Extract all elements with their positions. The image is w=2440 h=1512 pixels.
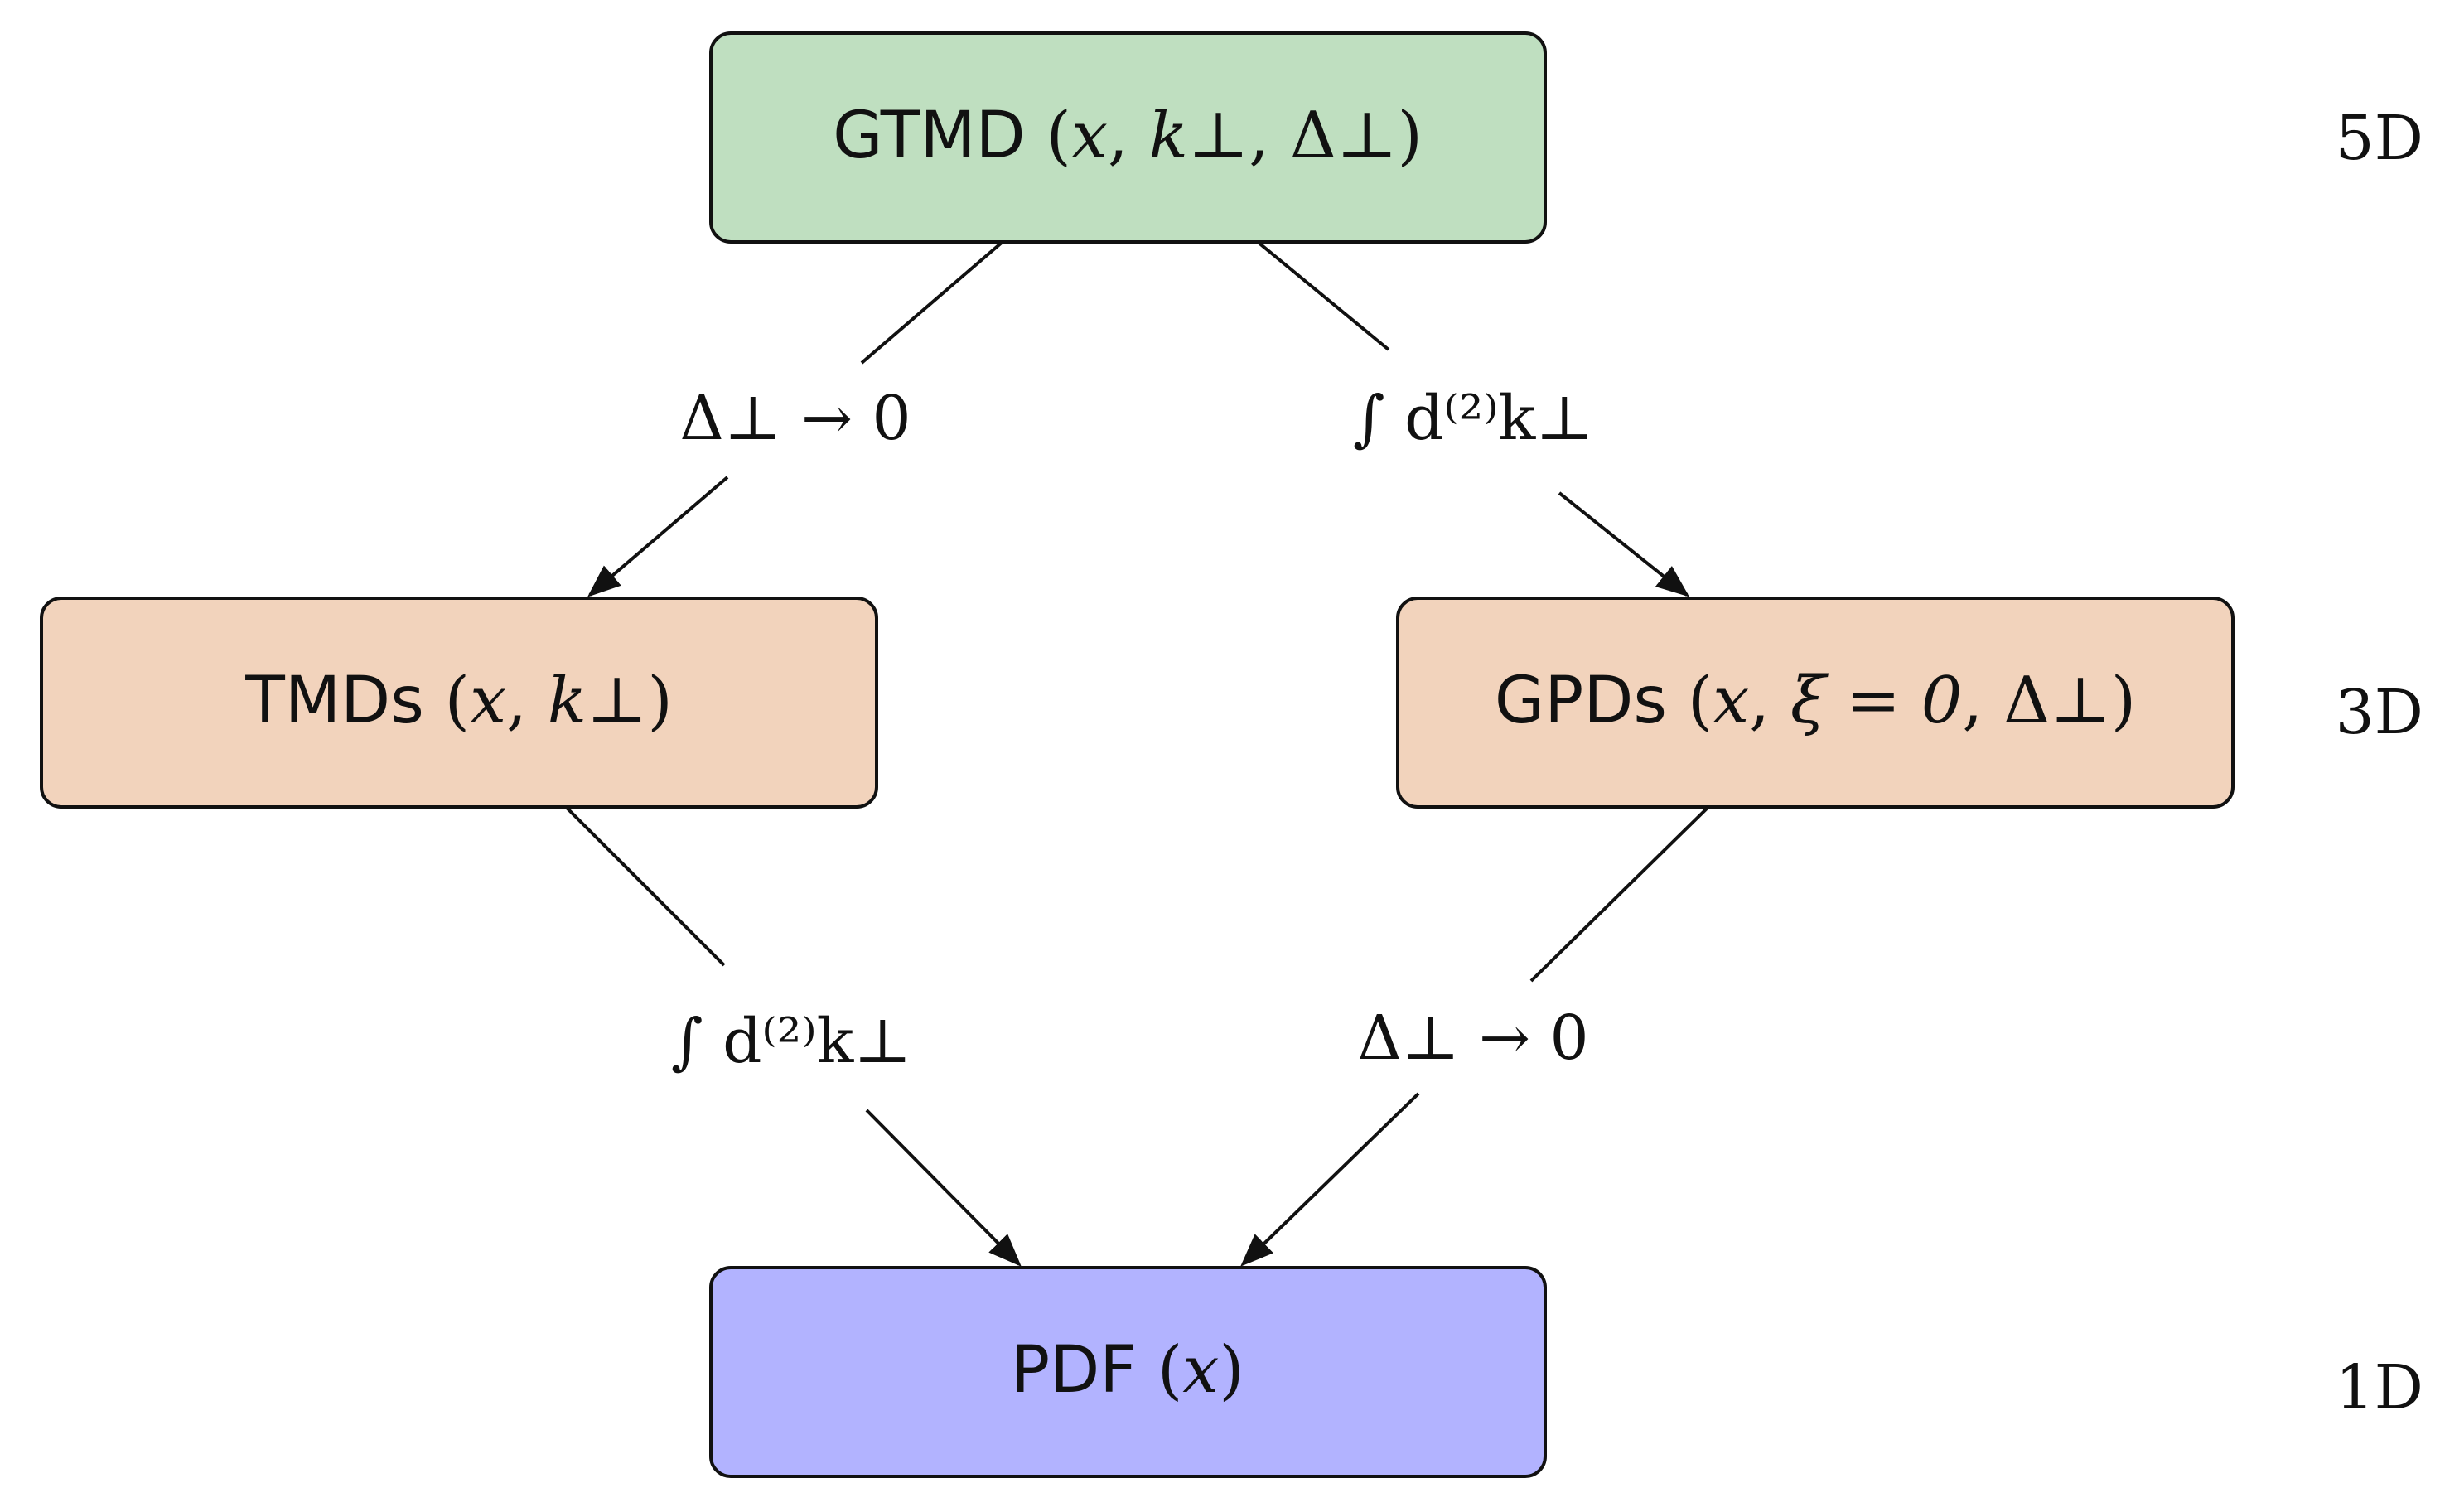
tmds-label: TMDs (x, k⊥) — [244, 664, 673, 738]
edge-tmds-pdf-lower — [865, 1109, 1022, 1267]
edge-label-tmds-pdf: ∫ d⁽²⁾k⊥ — [671, 1006, 911, 1077]
dimension-label-5d: 5D — [2336, 103, 2423, 174]
edge-gtmd-gpds-lower — [1558, 491, 1690, 597]
pdf-label: PDF (x) — [1011, 1333, 1244, 1408]
edge-label-gpds-pdf: Δ⊥ → 0 — [1357, 1002, 1588, 1074]
tmds-box — [40, 597, 878, 809]
edge-gtmd-gpds-upper — [1256, 240, 1390, 351]
gtmd-label: GTMD (x, k⊥, Δ⊥) — [833, 99, 1423, 173]
edge-gtmd-tmds-lower — [587, 476, 729, 597]
gtmd-box — [709, 31, 1547, 244]
edge-label-gtmd-tmds: Δ⊥ → 0 — [679, 383, 911, 454]
edge-label-gtmd-gpds: ∫ d⁽²⁾k⊥ — [1353, 383, 1593, 454]
dimension-label-1d: 1D — [2336, 1352, 2423, 1423]
dimension-label-3d: 3D — [2336, 677, 2423, 748]
gpds-box — [1396, 597, 2235, 809]
edge-gpds-pdf-upper — [1529, 805, 1710, 983]
gpds-label: GPDs (x, ξ = 0, Δ⊥) — [1495, 664, 2136, 738]
edge-tmds-pdf-upper — [564, 805, 726, 967]
edge-gpds-pdf-lower — [1240, 1092, 1420, 1267]
edge-gtmd-tmds-upper — [860, 240, 1004, 365]
pdf-box — [709, 1266, 1547, 1478]
